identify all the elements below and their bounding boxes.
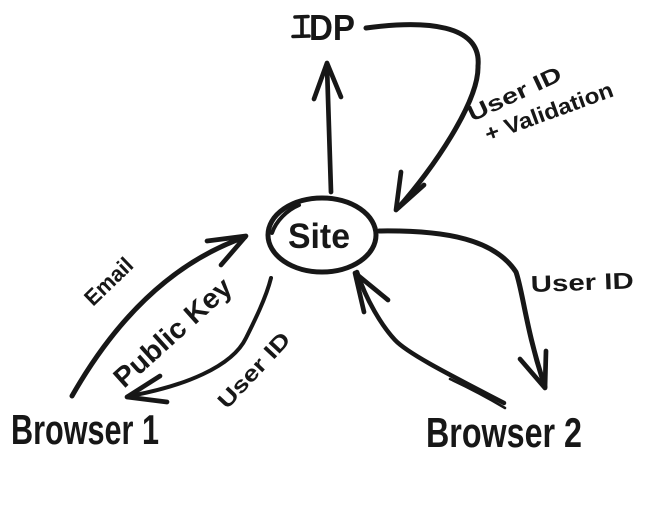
svg-text:DP: DP [309,7,355,48]
svg-text:Browser 1: Browser 1 [11,406,159,453]
svg-text:Browser 2: Browser 2 [426,409,582,456]
svg-text:User ID: User ID [530,267,634,297]
svg-text:Site: Site [288,217,350,256]
